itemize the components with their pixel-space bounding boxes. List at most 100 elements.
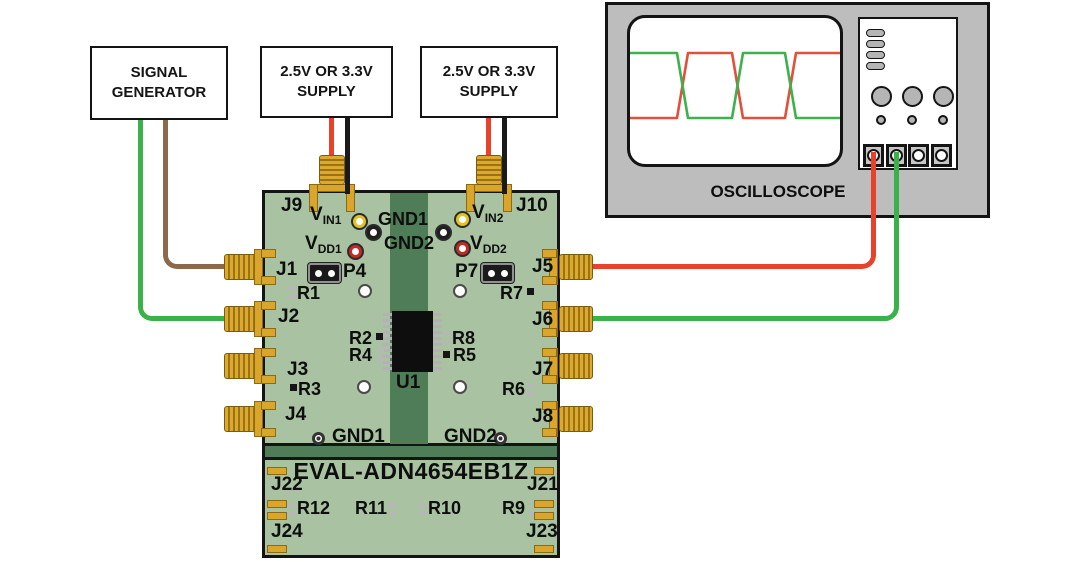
sma-bracket: [309, 184, 318, 212]
label-r9: R9: [502, 498, 526, 518]
sma-bracket: [254, 401, 263, 437]
scope-button[interactable]: [866, 40, 885, 48]
ic-pins-left: [383, 313, 392, 372]
sma-bracket: [261, 348, 276, 357]
sma-bracket: [261, 401, 276, 410]
sma-connector-j2[interactable]: [224, 306, 257, 332]
ic-pins-right: [433, 313, 442, 372]
gold-pad: [534, 545, 554, 553]
supply-right-box: 2.5V OR 3.3V SUPPLY: [420, 46, 558, 118]
resistor-body-r3: [290, 384, 297, 391]
sma-bracket: [542, 276, 557, 285]
label-gnd1-bottom: GND1: [332, 426, 385, 447]
scope-knob[interactable]: [871, 86, 892, 107]
scope-bnc-port-4[interactable]: [931, 144, 952, 167]
sma-bracket: [503, 184, 512, 212]
scope-knob[interactable]: [902, 86, 923, 107]
supply-right-label-line2: SUPPLY: [459, 83, 519, 100]
test-point-vdd1[interactable]: [349, 245, 362, 258]
label-p7: P7: [455, 261, 479, 282]
label-r12: R12: [297, 498, 331, 518]
test-hole: [453, 284, 467, 298]
test-hole: [357, 380, 371, 394]
label-u1: U1: [396, 372, 421, 393]
scope-button[interactable]: [866, 62, 885, 70]
jumper-pin: [501, 269, 508, 277]
label-r5: R5: [453, 345, 477, 365]
test-point-gnd1[interactable]: [367, 226, 380, 239]
sma-connector-j10[interactable]: [476, 155, 502, 185]
jumper-p7[interactable]: [481, 263, 514, 283]
oscilloscope-screen: [627, 15, 843, 167]
resistor-body-r7: [527, 288, 534, 295]
scope-knob[interactable]: [933, 86, 954, 107]
resistor-pads-r6: [527, 384, 534, 396]
scope-small-knob[interactable]: [938, 115, 948, 125]
scope-small-knob[interactable]: [907, 115, 917, 125]
test-point-vin1[interactable]: [353, 215, 366, 228]
label-r10: R10: [428, 498, 462, 518]
label-vin2-base: V: [472, 202, 485, 223]
sma-connector-j3[interactable]: [224, 353, 257, 379]
label-vdd1: VDD1: [305, 233, 342, 256]
label-j1: J1: [276, 259, 298, 280]
sma-bracket: [261, 428, 276, 437]
sma-bracket: [254, 348, 263, 384]
signal-generator-label-line2: GENERATOR: [111, 84, 207, 101]
sma-bracket: [542, 249, 557, 258]
sma-connector-j6[interactable]: [559, 306, 593, 332]
jumper-pin: [328, 269, 335, 277]
waveform-channel-2: [630, 51, 840, 120]
supply-left-label-line1: 2.5V OR 3.3V: [280, 63, 373, 80]
scope-small-knob[interactable]: [876, 115, 886, 125]
jumper-p4[interactable]: [308, 263, 341, 283]
resistor-pads-r12: [288, 503, 295, 515]
label-gnd2-bottom: GND2: [444, 426, 497, 447]
sma-bracket: [261, 301, 276, 310]
test-point-vdd2[interactable]: [456, 242, 469, 255]
sma-connector-j1[interactable]: [224, 254, 257, 280]
wire-supply-right-positive: [486, 118, 491, 160]
label-r3: R3: [298, 379, 322, 399]
scope-button[interactable]: [866, 29, 885, 37]
scope-button[interactable]: [866, 51, 885, 59]
label-r2: R2: [349, 328, 373, 348]
test-hole: [358, 284, 372, 298]
label-gnd1-top: GND1: [378, 209, 429, 229]
resistor-body-r5: [443, 351, 450, 358]
test-point-gnd2[interactable]: [437, 226, 450, 239]
supply-left-label-line2: SUPPLY: [297, 83, 356, 100]
label-p4: P4: [343, 261, 367, 282]
sma-bracket: [261, 249, 276, 258]
label-r6: R6: [502, 379, 526, 399]
sma-connector-j7[interactable]: [559, 353, 593, 379]
label-j9: J9: [281, 195, 303, 216]
ic-u1: [392, 311, 433, 372]
sma-connector-j9[interactable]: [319, 155, 345, 185]
signal-generator-box: SIGNAL GENERATOR: [90, 46, 228, 120]
sma-bracket: [542, 328, 557, 337]
waveform-channel-1: [630, 51, 840, 120]
ground-via-gnd1: [312, 432, 325, 445]
label-vdd2: VDD2: [470, 233, 507, 256]
jumper-pin: [315, 269, 322, 277]
test-point-vin2[interactable]: [456, 213, 469, 226]
sma-bracket: [542, 401, 557, 410]
label-j21: J21: [527, 474, 559, 495]
scope-bnc-port-3[interactable]: [908, 144, 929, 167]
sma-connector-j4[interactable]: [224, 406, 257, 432]
gold-pad: [534, 512, 554, 520]
sma-connector-j5[interactable]: [559, 254, 593, 280]
label-vdd2-sub: DD2: [482, 242, 507, 256]
label-j7: J7: [532, 359, 554, 380]
resistor-pads-r4: [377, 349, 384, 361]
wire-signal-generator-to-j1: [163, 120, 225, 269]
label-j4: J4: [285, 404, 307, 425]
wire-j5-to-scope-ch1: [592, 152, 876, 269]
sma-bracket: [254, 249, 263, 285]
label-vin1-sub: IN1: [322, 213, 342, 227]
sma-connector-j8[interactable]: [559, 406, 593, 432]
ground-via-gnd2: [494, 432, 507, 445]
label-j5: J5: [532, 256, 554, 277]
gold-pad: [267, 545, 287, 553]
